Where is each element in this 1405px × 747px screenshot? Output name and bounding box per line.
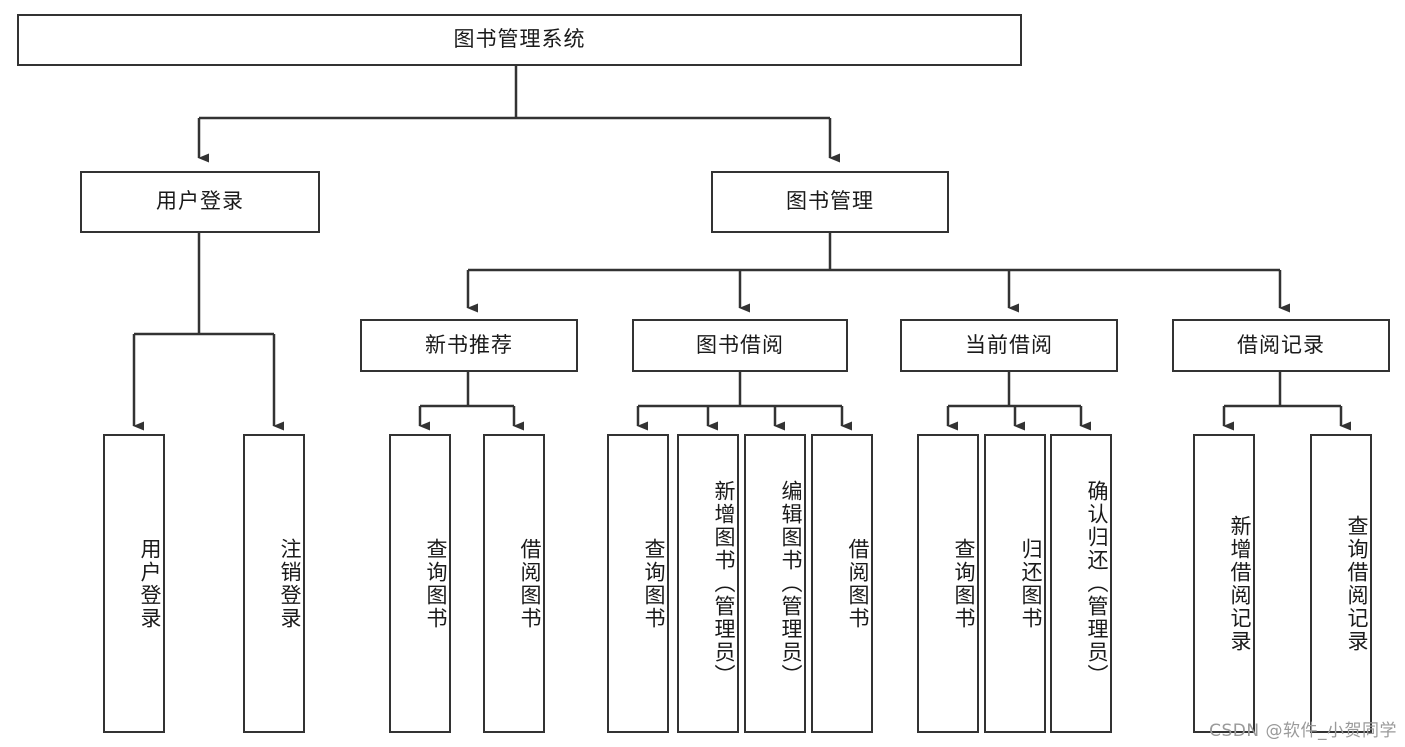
node-book-manage-label: 图书管理 bbox=[786, 189, 874, 214]
watermark: CSDN @软件_小贺同学 bbox=[1209, 721, 1397, 741]
leaf-query-book-1-label: 查询图书 bbox=[424, 537, 448, 630]
node-book-borrow[interactable]: 图书借阅 bbox=[632, 319, 848, 372]
leaf-edit-book-label: 编辑图书（管理员） bbox=[779, 480, 803, 687]
node-borrow-record-label: 借阅记录 bbox=[1237, 332, 1325, 357]
leaf-user-login[interactable]: 用户登录 bbox=[103, 434, 165, 733]
leaf-query-book-3-label: 查询图书 bbox=[952, 537, 976, 630]
leaf-borrow-book-1[interactable]: 借阅图书 bbox=[483, 434, 545, 733]
node-new-book-rec-label: 新书推荐 bbox=[425, 332, 513, 357]
leaf-borrow-book-1-label: 借阅图书 bbox=[518, 537, 542, 630]
leaf-query-record-label: 查询借阅记录 bbox=[1345, 514, 1369, 653]
leaf-query-book-2[interactable]: 查询图书 bbox=[607, 434, 669, 733]
node-user-login-label: 用户登录 bbox=[156, 189, 244, 214]
leaf-query-record[interactable]: 查询借阅记录 bbox=[1310, 434, 1372, 733]
leaf-add-record[interactable]: 新增借阅记录 bbox=[1193, 434, 1255, 733]
node-root-label: 图书管理系统 bbox=[453, 27, 586, 52]
leaf-return-book[interactable]: 归还图书 bbox=[984, 434, 1046, 733]
leaf-borrow-book-2-label: 借阅图书 bbox=[846, 537, 870, 630]
leaf-confirm-return[interactable]: 确认归还（管理员） bbox=[1050, 434, 1112, 733]
node-book-manage[interactable]: 图书管理 bbox=[711, 171, 949, 233]
node-book-borrow-label: 图书借阅 bbox=[696, 332, 784, 357]
leaf-add-record-label: 新增借阅记录 bbox=[1228, 514, 1252, 653]
leaf-add-book[interactable]: 新增图书（管理员） bbox=[677, 434, 739, 733]
leaf-query-book-1[interactable]: 查询图书 bbox=[389, 434, 451, 733]
node-new-book-rec[interactable]: 新书推荐 bbox=[360, 319, 578, 372]
leaf-logout[interactable]: 注销登录 bbox=[243, 434, 305, 733]
leaf-borrow-book-2[interactable]: 借阅图书 bbox=[811, 434, 873, 733]
leaf-user-login-label: 用户登录 bbox=[138, 537, 162, 630]
leaf-edit-book[interactable]: 编辑图书（管理员） bbox=[744, 434, 806, 733]
node-borrow-record[interactable]: 借阅记录 bbox=[1172, 319, 1390, 372]
node-root[interactable]: 图书管理系统 bbox=[17, 14, 1022, 66]
leaf-confirm-return-label: 确认归还（管理员） bbox=[1085, 480, 1109, 687]
leaf-query-book-2-label: 查询图书 bbox=[642, 537, 666, 630]
leaf-query-book-3[interactable]: 查询图书 bbox=[917, 434, 979, 733]
node-current-borrow-label: 当前借阅 bbox=[965, 332, 1053, 357]
leaf-add-book-label: 新增图书（管理员） bbox=[712, 480, 736, 687]
node-current-borrow[interactable]: 当前借阅 bbox=[900, 319, 1118, 372]
leaf-return-book-label: 归还图书 bbox=[1019, 537, 1043, 630]
node-user-login[interactable]: 用户登录 bbox=[80, 171, 320, 233]
leaf-logout-label: 注销登录 bbox=[278, 537, 302, 630]
